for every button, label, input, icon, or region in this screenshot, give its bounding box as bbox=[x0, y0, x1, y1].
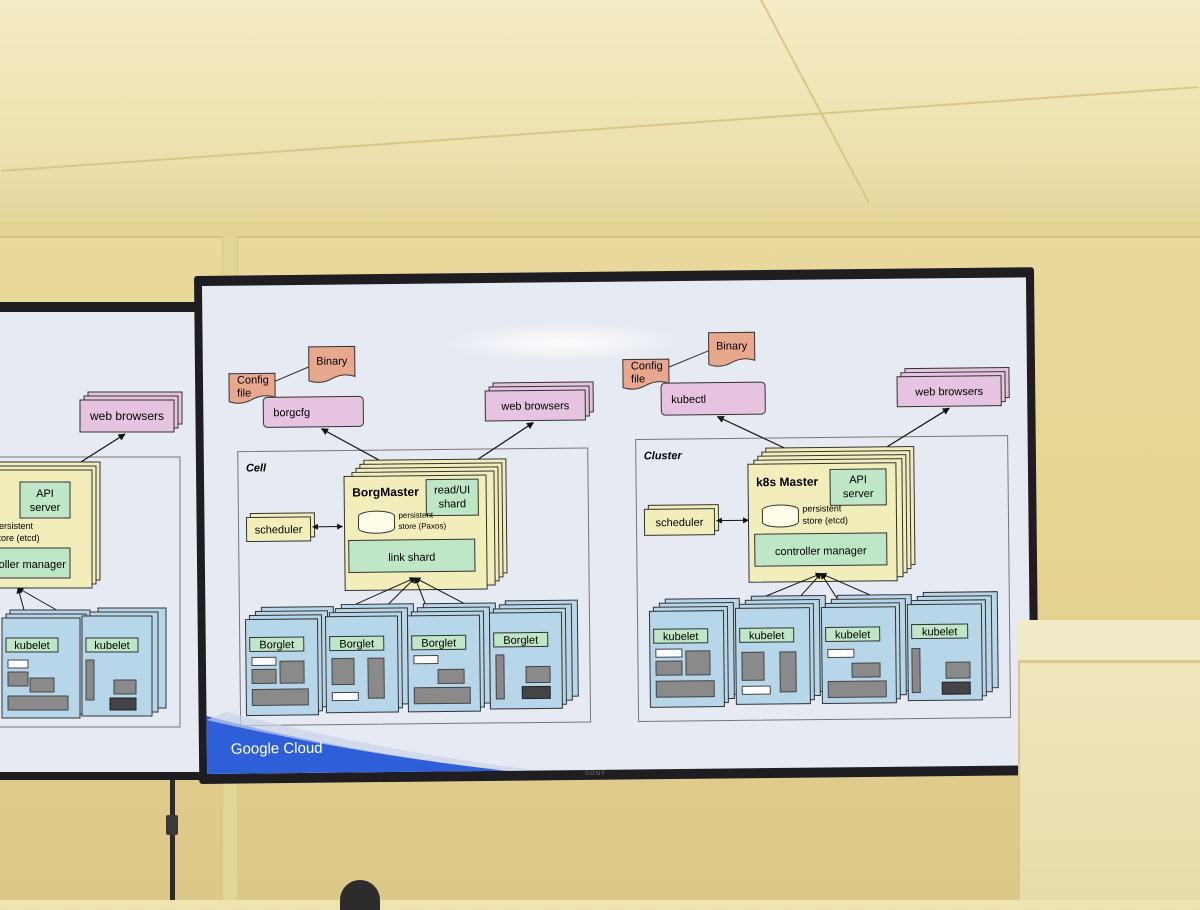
borglet-label: Borglet bbox=[259, 639, 294, 651]
borglet-node-1: Borglet bbox=[245, 607, 334, 716]
kubelet-label: kubelet bbox=[663, 631, 699, 643]
slide: Config file Binary borgcfg web browsers … bbox=[202, 277, 1031, 774]
api-server-line1: API bbox=[36, 488, 54, 500]
kubelet-node-3: kubelet bbox=[821, 595, 912, 704]
kubelet-label: kubelet bbox=[835, 629, 871, 641]
left-diagram: web browsers API server persistent store… bbox=[0, 312, 202, 772]
kubelet-label: kubelet bbox=[749, 630, 785, 642]
config-line2: file bbox=[631, 373, 645, 385]
config-line1: Config bbox=[631, 360, 663, 372]
store-line2: store (etcd) bbox=[802, 515, 848, 525]
web-browsers-label: web browsers bbox=[89, 409, 164, 423]
web-browsers-label: web browsers bbox=[500, 400, 569, 413]
store-line2: store (Paxos) bbox=[398, 521, 446, 531]
borg-binary: Binary bbox=[309, 346, 355, 382]
database-icon-body bbox=[358, 516, 394, 533]
shard-line1: read/UI bbox=[434, 484, 470, 496]
cluster-label: Cluster bbox=[644, 450, 683, 462]
store-line1: persistent bbox=[0, 521, 34, 531]
ceiling bbox=[0, 0, 1200, 230]
wall-molding bbox=[0, 222, 1200, 238]
borgcfg-label: borgcfg bbox=[273, 407, 310, 419]
borg-scheduler: scheduler bbox=[246, 513, 314, 542]
scheduler-label: scheduler bbox=[255, 524, 303, 537]
binary-label: Binary bbox=[716, 340, 748, 352]
node-label: kubelet bbox=[94, 640, 129, 652]
node-2: kubelet bbox=[82, 608, 166, 716]
flip-chart-header bbox=[1018, 620, 1200, 663]
api-server-line2: server bbox=[843, 488, 874, 500]
kubelet-node-4: kubelet bbox=[907, 592, 998, 701]
k8s-master-title: k8s Master bbox=[756, 475, 819, 490]
borglet-label: Borglet bbox=[503, 634, 538, 646]
master-stack: API server persistent store (etcd) contr… bbox=[0, 462, 100, 588]
controller-manager-label: controller manager bbox=[775, 545, 867, 558]
web-browsers-label: web browsers bbox=[914, 386, 983, 399]
database-icon-body bbox=[762, 510, 798, 527]
borgcfg-box: borgcfg bbox=[263, 396, 363, 427]
binary-label: Binary bbox=[316, 355, 348, 367]
borglet-node-4: Borglet bbox=[489, 600, 578, 709]
link-shard-label: link shard bbox=[388, 552, 435, 564]
connector bbox=[669, 351, 709, 367]
kubelet-node-1: kubelet bbox=[649, 598, 740, 707]
google-cloud-logo: Google Cloud bbox=[231, 740, 323, 758]
connector bbox=[275, 367, 309, 381]
cable-plug bbox=[166, 815, 178, 835]
node-label: kubelet bbox=[14, 640, 49, 652]
node-1: kubelet bbox=[2, 610, 90, 718]
camera bbox=[340, 880, 380, 910]
kubelet-node-2: kubelet bbox=[735, 595, 826, 704]
web-browsers-box: web browsers bbox=[80, 392, 182, 432]
store-line1: persistent bbox=[802, 503, 842, 513]
k8s-scheduler: scheduler bbox=[644, 505, 718, 536]
controller-manager-label: controller manager bbox=[0, 559, 66, 571]
kubelet-label: kubelet bbox=[922, 626, 958, 638]
k8s-web-browsers: web browsers bbox=[897, 368, 1009, 407]
borglet-node-3: Borglet bbox=[407, 603, 496, 712]
store-line1: persistent bbox=[398, 511, 434, 520]
cell-label: Cell bbox=[246, 462, 267, 474]
api-server-line2: server bbox=[30, 502, 61, 514]
config-line2: file bbox=[237, 387, 251, 399]
shard-line2: shard bbox=[438, 498, 466, 510]
store-line2: store (etcd) bbox=[0, 533, 40, 543]
api-server-line1: API bbox=[849, 474, 867, 486]
k8s-binary: Binary bbox=[709, 332, 755, 366]
tv-brand: SONY bbox=[585, 771, 606, 777]
borgmaster-stack: BorgMaster read/UI shard persistent stor… bbox=[344, 459, 507, 591]
main-screen: Config file Binary borgcfg web browsers … bbox=[202, 277, 1031, 774]
borg-web-browsers: web browsers bbox=[485, 382, 593, 421]
borglet-label: Borglet bbox=[339, 638, 374, 650]
borglet-node-2: Borglet bbox=[325, 604, 414, 713]
borglet-label: Borglet bbox=[421, 637, 456, 649]
borgmaster-title: BorgMaster bbox=[352, 485, 419, 500]
config-line1: Config bbox=[237, 374, 269, 386]
kubectl-box: kubectl bbox=[661, 382, 765, 415]
scheduler-label: scheduler bbox=[656, 517, 704, 530]
kubectl-label: kubectl bbox=[671, 394, 706, 406]
k8s-master-stack: k8s Master API server persistent store (… bbox=[748, 447, 915, 583]
left-screen: web browsers API server persistent store… bbox=[0, 312, 202, 772]
cable bbox=[170, 780, 175, 900]
screen-glare bbox=[442, 321, 682, 364]
